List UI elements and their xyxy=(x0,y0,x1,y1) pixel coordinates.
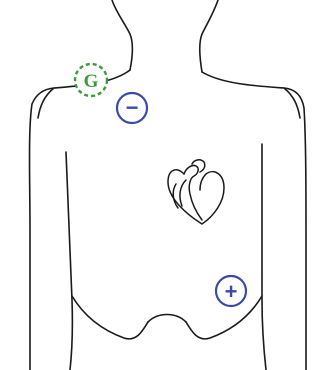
left-inner-arm xyxy=(66,152,72,370)
abdomen-curve xyxy=(148,315,186,323)
neck-left-outline xyxy=(112,0,132,70)
positive-electrode-symbol: + xyxy=(225,279,238,304)
negative-electrode: − xyxy=(117,93,147,123)
right-inner-arm xyxy=(262,144,266,370)
heart-icon xyxy=(168,160,224,224)
right-shoulder-outline xyxy=(202,72,306,370)
negative-electrode-symbol: − xyxy=(126,95,139,120)
left-waist xyxy=(72,296,148,339)
positive-electrode: + xyxy=(216,276,246,306)
left-shoulder-outline xyxy=(30,70,131,370)
ground-electrode: G xyxy=(75,64,107,96)
right-shoulder-cap xyxy=(284,88,300,118)
ground-electrode-label: G xyxy=(84,71,99,92)
neck-right-outline xyxy=(200,0,218,72)
